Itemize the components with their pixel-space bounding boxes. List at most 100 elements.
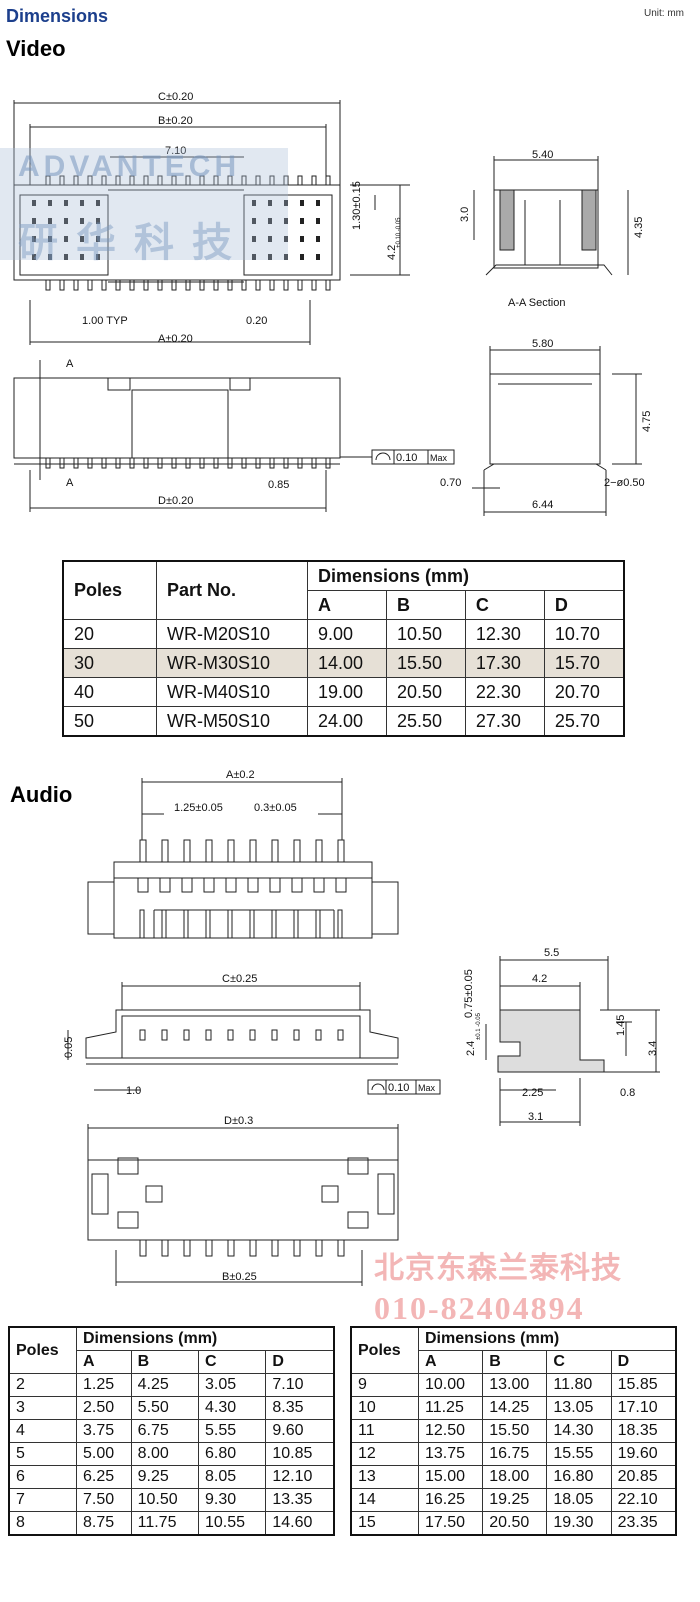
pin [249, 909, 255, 939]
video-dim-130: 1.30±0.15 [351, 181, 363, 230]
lead [185, 457, 191, 469]
lead [199, 457, 205, 469]
pad [249, 1239, 257, 1257]
lead [171, 175, 177, 186]
video-dim-b: B±0.20 [158, 115, 193, 127]
pin [249, 1029, 256, 1041]
pin [300, 236, 304, 242]
lead [283, 457, 289, 469]
lead [129, 457, 135, 469]
cell-b: 14.25 [482, 1396, 548, 1420]
cell-c: 6.80 [197, 1442, 267, 1466]
pin [300, 254, 304, 260]
lead [227, 279, 233, 291]
cell-a: 16.25 [417, 1488, 484, 1512]
cell-b: 13.00 [482, 1373, 548, 1397]
audio-dim-a: A±0.2 [226, 769, 255, 781]
audio-dim-31: 3.1 [528, 1111, 543, 1123]
cell-b: 10.50 [130, 1488, 200, 1512]
cell-d: 15.85 [610, 1373, 677, 1397]
lead [325, 279, 331, 291]
pin [64, 200, 68, 206]
video-section-title: Video [6, 36, 66, 61]
cell-b: 6.75 [130, 1419, 200, 1443]
pin [205, 1029, 212, 1041]
pin-slot [291, 877, 303, 893]
lead [297, 279, 303, 291]
video-dim-435: 4.35 [633, 217, 645, 238]
cell-d: 19.60 [610, 1442, 677, 1466]
pin [293, 839, 301, 863]
pin [32, 254, 36, 260]
lead [241, 457, 247, 469]
pin-slot [269, 877, 281, 893]
page-title: Dimensions [6, 6, 109, 26]
pin [284, 218, 288, 224]
audio-dim-c: C±0.25 [222, 973, 257, 985]
lead [157, 175, 163, 186]
pin [32, 236, 36, 242]
pin [293, 1029, 300, 1041]
pad [205, 1239, 213, 1257]
audio-dim-125: 1.25±0.05 [174, 802, 223, 814]
video-end-body [489, 373, 601, 465]
col-a: A [307, 590, 387, 620]
video-section-label: A-A Section [508, 297, 565, 309]
col-a: A [417, 1350, 484, 1374]
lead [143, 457, 149, 469]
audio-dim-d: D±0.3 [224, 1115, 253, 1127]
col-dimensions: Dimensions (mm) [307, 560, 625, 591]
col-d: D [543, 590, 625, 620]
lead [115, 279, 121, 291]
lead [269, 279, 275, 291]
video-dim-475: 4.75 [641, 411, 653, 432]
video-dim-phi: 2−ø0.50 [604, 477, 645, 489]
watermark-cn: 研华科技 [18, 221, 250, 265]
cell-a: 5.00 [76, 1442, 132, 1466]
lead [213, 279, 219, 291]
lead [311, 457, 317, 469]
table-row: 20 WR-M20S10 9.00 10.50 12.30 10.70 [62, 619, 625, 649]
pin [139, 1029, 146, 1041]
pin [227, 1029, 234, 1041]
col-part-no: Part No. [156, 560, 308, 620]
cell-poles: 3 [8, 1396, 77, 1420]
audio-dim-005: 0.05 [63, 1037, 75, 1058]
pin [64, 254, 68, 260]
pin-slot [159, 877, 171, 893]
cell-a: 17.50 [417, 1511, 484, 1536]
cell-b: 4.25 [130, 1373, 200, 1397]
pin [249, 839, 257, 863]
cell-d: 20.85 [610, 1465, 677, 1489]
video-section-body [493, 189, 599, 269]
cell-c: 13.05 [546, 1396, 612, 1420]
cell-a: 3.75 [76, 1419, 132, 1443]
lead [87, 457, 93, 469]
cell-c: 3.05 [197, 1373, 267, 1397]
lead [115, 457, 121, 469]
pin [268, 200, 272, 206]
pin [337, 839, 345, 863]
pin [337, 1029, 344, 1041]
cell-poles: 11 [350, 1419, 419, 1443]
pin [268, 236, 272, 242]
cell-d: 13.35 [265, 1488, 335, 1512]
cell-poles: 9 [350, 1373, 419, 1397]
cell-d: 8.35 [265, 1396, 335, 1420]
cell-b: 11.75 [130, 1511, 200, 1536]
video-dim-d: D±0.20 [158, 495, 193, 507]
audio-dim-42: 4.2 [532, 973, 547, 985]
cell-d: 14.60 [265, 1511, 335, 1536]
lead [157, 457, 163, 469]
pin [96, 200, 100, 206]
cell-d: 18.35 [610, 1419, 677, 1443]
cell-a: 2.50 [76, 1396, 132, 1420]
pin-slot [313, 877, 325, 893]
pin [252, 200, 256, 206]
pin [300, 218, 304, 224]
audio-dim-24-tol: ±0.1 -0.05 [476, 1012, 482, 1040]
